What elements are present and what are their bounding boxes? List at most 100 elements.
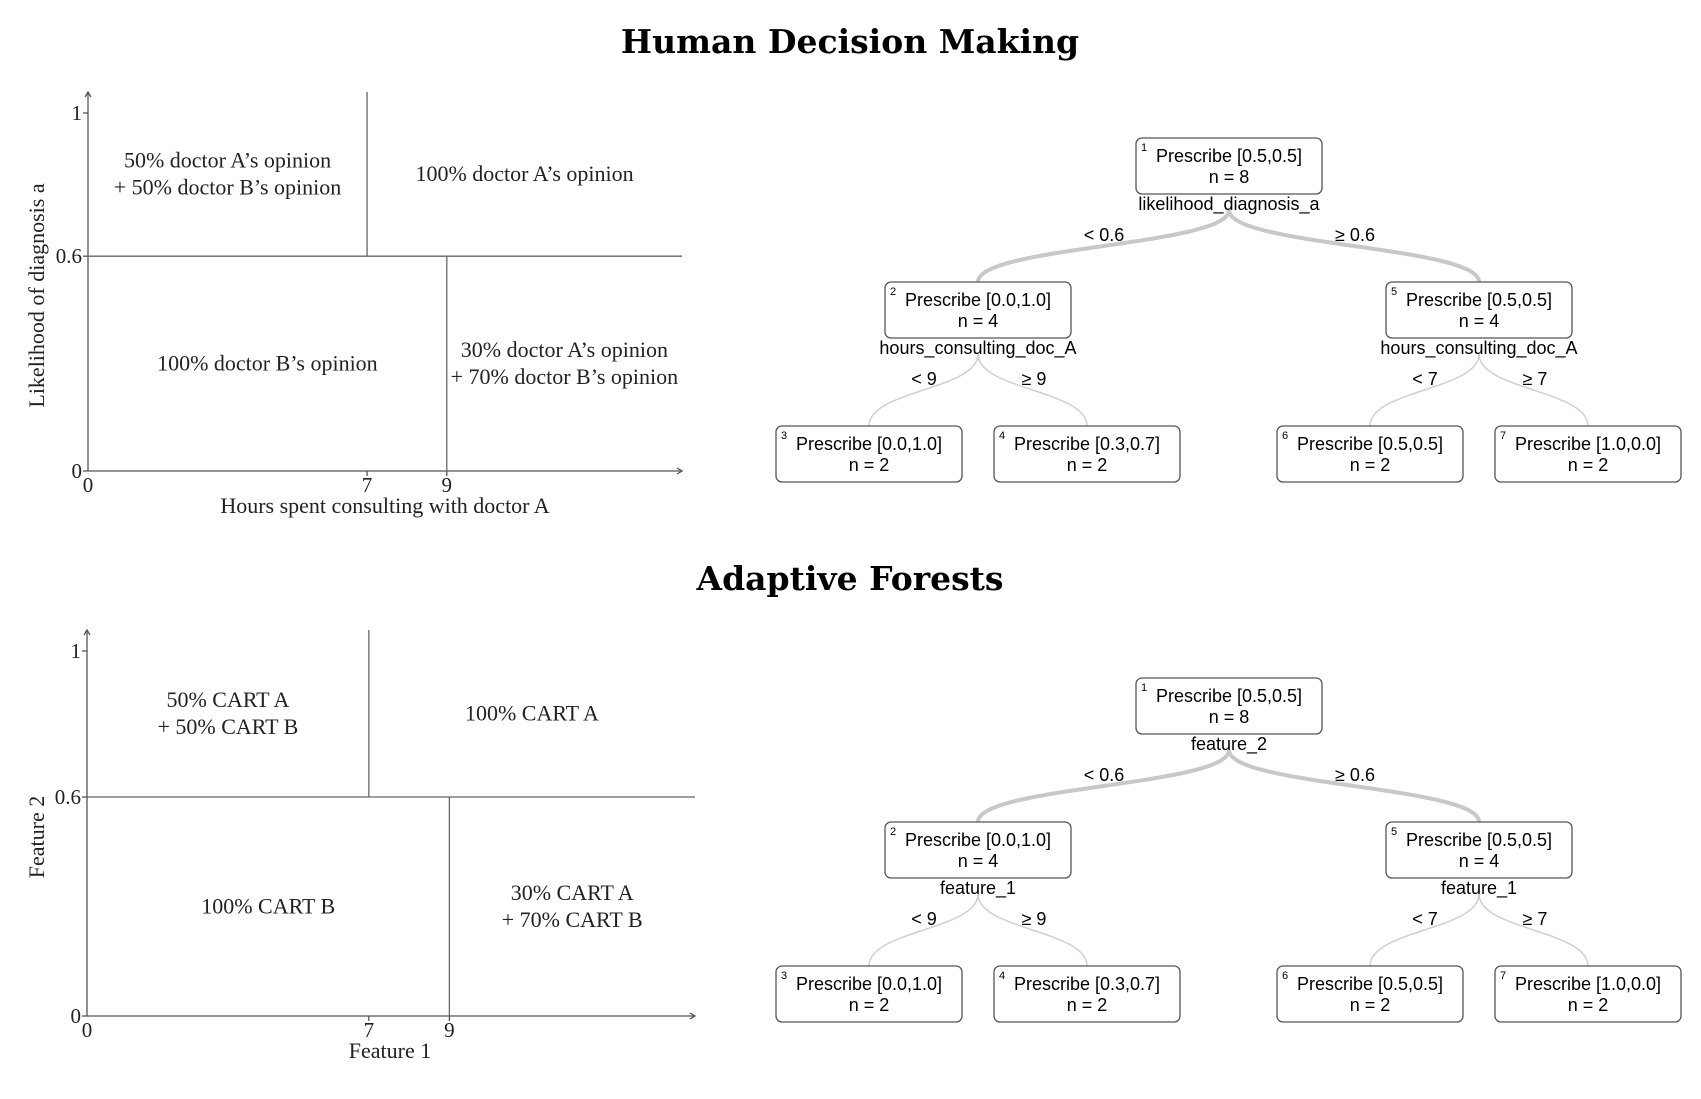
- tree-edge-label: < 7: [1412, 909, 1438, 929]
- tree-node-7: 7 Prescribe [1.0,0.0]n = 2: [1494, 425, 1682, 483]
- tree-edge: [1369, 353, 1480, 427]
- tree-node-split-feature: hours_consulting_doc_A: [1380, 338, 1577, 359]
- x-tick-label: 7: [364, 1018, 375, 1042]
- tree-node-count: n = 2: [1067, 995, 1108, 1015]
- tree-node-id: 3: [781, 970, 787, 982]
- tree-node-box: [993, 965, 1181, 1023]
- tree-edge: [868, 893, 979, 967]
- tree-edge: [977, 893, 1088, 967]
- y-axis-arrow: [83, 628, 91, 636]
- tree-node-box: [775, 965, 963, 1023]
- tree-edge: [868, 353, 979, 427]
- tree-node-label: Prescribe [0.0,1.0]: [796, 434, 942, 454]
- y-axis-label: Likelihood of diagnosis a: [24, 183, 49, 407]
- tree-node-box: [1276, 965, 1464, 1023]
- x-tick-label: 7: [362, 473, 373, 497]
- tree-node-id: 1: [1141, 142, 1147, 154]
- tree-edge-label: ≥ 0.6: [1335, 765, 1375, 785]
- y-tick-label: 0: [71, 1004, 82, 1028]
- tree-edge-label: < 0.6: [1084, 225, 1125, 245]
- tree-node-label: Prescribe [0.5,0.5]: [1156, 686, 1302, 706]
- tree-node-count: n = 2: [1350, 995, 1391, 1015]
- tree-node-label: Prescribe [0.0,1.0]: [796, 974, 942, 994]
- region-label-bottom-right: 30% CART A: [511, 880, 634, 905]
- region-label-bottom-right: + 70% CART B: [502, 907, 643, 932]
- tree-node-split-feature: hours_consulting_doc_A: [879, 338, 1076, 359]
- tree-node-count: n = 2: [1568, 455, 1609, 475]
- tree-node-label: Prescribe [0.0,1.0]: [905, 830, 1051, 850]
- tree-node-id: 3: [781, 430, 787, 442]
- tree-node-box: [1135, 137, 1323, 195]
- tree-node-id: 6: [1282, 430, 1288, 442]
- tree-node-box: [1494, 425, 1682, 483]
- tree-edge: [977, 353, 1088, 427]
- region-label-top-right: 100% doctor A’s opinion: [415, 161, 633, 186]
- tree-node-id: 4: [999, 970, 1005, 982]
- tree-node-id: 2: [890, 286, 896, 298]
- tree-node-count: n = 4: [958, 851, 999, 871]
- tree-node-box: [1494, 965, 1682, 1023]
- tree-edge: [1369, 893, 1480, 967]
- tree-edge-label: ≥ 0.6: [1335, 225, 1375, 245]
- tree-node-id: 7: [1500, 970, 1506, 982]
- tree-node-count: n = 4: [958, 311, 999, 331]
- tree-node-split-feature: likelihood_diagnosis_a: [1138, 194, 1320, 215]
- tree-node-count: n = 4: [1459, 311, 1500, 331]
- tree-node-label: Prescribe [0.5,0.5]: [1297, 974, 1443, 994]
- region-label-bottom-right: 30% doctor A’s opinion: [461, 337, 668, 362]
- tree-edge: [1478, 353, 1589, 427]
- tree-node-label: Prescribe [0.0,1.0]: [905, 290, 1051, 310]
- x-axis-arrow: [689, 1012, 697, 1020]
- region-label-bottom-right: + 70% doctor B’s opinion: [451, 364, 679, 389]
- tree-node-box: [1135, 677, 1323, 735]
- tree-node-count: n = 8: [1209, 167, 1250, 187]
- tree-node-id: 5: [1391, 286, 1397, 298]
- tree-node-box: [884, 281, 1072, 339]
- x-axis-label: Hours spent consulting with doctor A: [220, 493, 549, 518]
- tree-node-id: 7: [1500, 430, 1506, 442]
- x-tick-label: 0: [83, 473, 94, 497]
- tree-edge-label: < 9: [911, 909, 937, 929]
- tree-edge-label: ≥ 7: [1523, 909, 1548, 929]
- tree-node-label: Prescribe [0.3,0.7]: [1014, 434, 1160, 454]
- x-tick-label: 9: [444, 1018, 455, 1042]
- y-tick-label: 1: [71, 639, 82, 663]
- region-label-top-left: + 50% CART B: [157, 714, 298, 739]
- region-label-top-right: 100% CART A: [465, 701, 599, 726]
- x-axis-label: Feature 1: [349, 1038, 431, 1063]
- tree-node-count: n = 8: [1209, 707, 1250, 727]
- panel-title: Adaptive Forests: [696, 559, 1004, 598]
- tree-node-label: Prescribe [0.5,0.5]: [1406, 290, 1552, 310]
- tree-node-box: [1385, 281, 1573, 339]
- tree-edge-label: < 9: [911, 369, 937, 389]
- x-axis-arrow: [676, 467, 684, 475]
- region-label-bottom-left: 100% CART B: [201, 894, 335, 919]
- tree-node-count: n = 4: [1459, 851, 1500, 871]
- tree-node-label: Prescribe [1.0,0.0]: [1515, 974, 1661, 994]
- tree-node-label: Prescribe [1.0,0.0]: [1515, 434, 1661, 454]
- y-tick-label: 1: [72, 101, 83, 125]
- tree-node-count: n = 2: [849, 455, 890, 475]
- tree-node-label: Prescribe [0.3,0.7]: [1014, 974, 1160, 994]
- tree-edge: [976, 209, 1231, 283]
- y-tick-label: 0: [72, 459, 83, 483]
- tree-node-count: n = 2: [1568, 995, 1609, 1015]
- tree-edge-label: ≥ 9: [1022, 369, 1047, 389]
- y-tick-label: 0.6: [55, 785, 81, 809]
- tree-node-id: 2: [890, 826, 896, 838]
- tree-node-box: [775, 425, 963, 483]
- region-label-top-left: 50% CART A: [166, 687, 289, 712]
- tree-edge-label: ≥ 7: [1523, 369, 1548, 389]
- tree-node-label: Prescribe [0.5,0.5]: [1297, 434, 1443, 454]
- tree-node-id: 5: [1391, 826, 1397, 838]
